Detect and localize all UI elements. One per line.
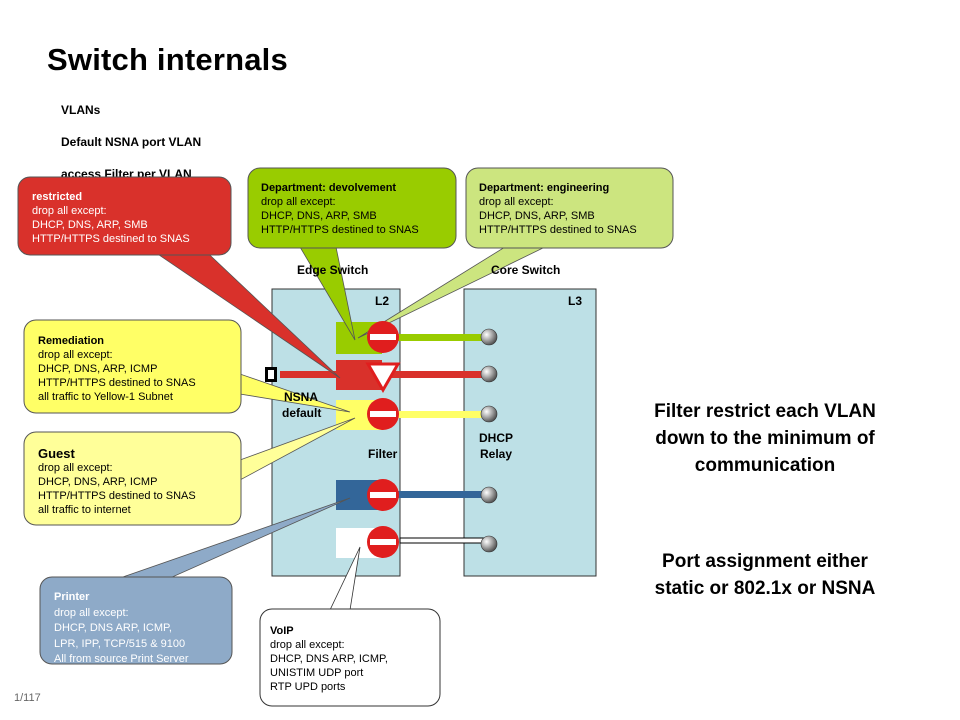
callout-line: all traffic to internet — [38, 504, 131, 516]
page-title: Switch internals — [47, 42, 288, 77]
callout-line: drop all except: — [270, 639, 345, 651]
callout-devolvement-text: Department: devolvement drop all except:… — [261, 181, 419, 237]
core-port-icon — [480, 365, 498, 383]
callout-heading: Department: engineering — [479, 182, 610, 194]
callout-line: DHCP, DNS ARP, ICMP, — [54, 622, 172, 634]
callout-line: DHCP, DNS, ARP, SMB — [261, 210, 377, 222]
core-port-icon — [480, 328, 498, 346]
callout-line: RTP UPD ports — [270, 681, 346, 693]
l3-label: L3 — [568, 294, 583, 308]
filter-restrict-text: Filter restrict each VLAN down to the mi… — [654, 401, 876, 476]
callout-restricted-text: restricted drop all except: DHCP, DNS, A… — [32, 190, 190, 246]
link-yellow — [395, 411, 487, 418]
link-green — [395, 334, 487, 341]
callout-heading: Department: devolvement — [261, 182, 397, 194]
link-blue — [395, 491, 487, 498]
callout-line: drop all except: — [38, 462, 113, 474]
callout-heading: restricted — [32, 191, 83, 203]
callout-heading: VoIP — [270, 625, 294, 637]
callout-engineering — [465, 167, 674, 249]
default-label: default — [282, 406, 322, 420]
dhcp-label: DHCP — [479, 431, 514, 445]
callout-heading: Printer — [54, 591, 90, 603]
edge-port-inner — [268, 370, 274, 379]
callout-printer — [39, 576, 233, 665]
no-entry-icon — [367, 526, 399, 558]
callout-line: drop all except: — [38, 349, 113, 361]
callout-line: HTTP/HTTPS destined to SNAS — [38, 377, 196, 389]
callout-line: drop all except: — [54, 606, 129, 619]
callout-line: DHCP, DNS, ARP, ICMP — [38, 363, 158, 375]
no-entry-icon — [367, 398, 399, 430]
callout-remediation-text: Remediation drop all except: DHCP, DNS, … — [38, 334, 196, 404]
relay-label: Relay — [480, 447, 513, 461]
callout-restricted — [17, 176, 232, 256]
link-white — [399, 537, 488, 544]
callout-line: drop all except: — [479, 196, 554, 208]
core-port-icon — [480, 405, 498, 423]
nsna-label: NSNA — [284, 390, 319, 404]
callout-line: LPR, IPP, TCP/515 & 9100 — [54, 637, 186, 650]
callout-line: DHCP, DNS, ARP, ICMP — [38, 476, 158, 488]
callout-line: UNISTIM UDP port — [270, 667, 364, 679]
no-entry-icon — [367, 479, 399, 511]
callout-remediation — [23, 319, 242, 414]
edge-switch-label: Edge Switch — [297, 263, 369, 277]
callout-line: DHCP, DNS, ARP, SMB — [479, 210, 595, 222]
l2-label: L2 — [375, 294, 390, 308]
callout-line: HTTP/HTTPS destined to SNAS — [479, 224, 637, 236]
callout-line: DHCP, DNS ARP, ICMP, — [270, 653, 388, 665]
callout-line: drop all except: — [261, 196, 336, 208]
callout-voip — [259, 608, 441, 707]
core-switch-label: Core Switch — [491, 263, 561, 277]
page-number: 1/117 — [14, 692, 41, 704]
callout-line: HTTP/HTTPS destined to SNAS — [32, 233, 190, 245]
bullet-default-nsna: Default NSNA port VLAN — [61, 135, 202, 149]
port-assignment-text: Port assignment either static or 802.1x … — [654, 551, 876, 599]
filter-label: Filter — [368, 447, 398, 461]
core-port-icon — [480, 535, 498, 553]
callout-heading: Remediation — [38, 335, 105, 347]
callout-line: DHCP, DNS, ARP, SMB — [32, 219, 148, 231]
callout-line: drop all except: — [32, 205, 107, 217]
callout-line: all traffic to Yellow-1 Subnet — [38, 391, 173, 403]
core-port-icon — [480, 486, 498, 504]
callout-line: All from source Print Server — [54, 653, 189, 665]
yield-triangle-icon — [365, 362, 401, 394]
callout-line: HTTP/HTTPS destined to SNAS — [38, 490, 196, 502]
bullet-vlans: VLANs — [61, 103, 101, 117]
callout-heading: Guest — [38, 446, 75, 461]
callout-guest-text: Guest drop all except: DHCP, DNS, ARP, I… — [38, 447, 196, 517]
callout-devolvement — [247, 167, 457, 249]
callout-engineering-text: Department: engineering drop all except:… — [479, 181, 637, 237]
callout-guest — [23, 431, 242, 526]
callout-printer-text: Printer drop all except: DHCP, DNS ARP, … — [54, 590, 188, 668]
callout-voip-text: VoIP drop all except: DHCP, DNS ARP, ICM… — [270, 624, 388, 694]
callout-line: HTTP/HTTPS destined to SNAS — [261, 224, 419, 236]
no-entry-icon — [367, 321, 399, 353]
